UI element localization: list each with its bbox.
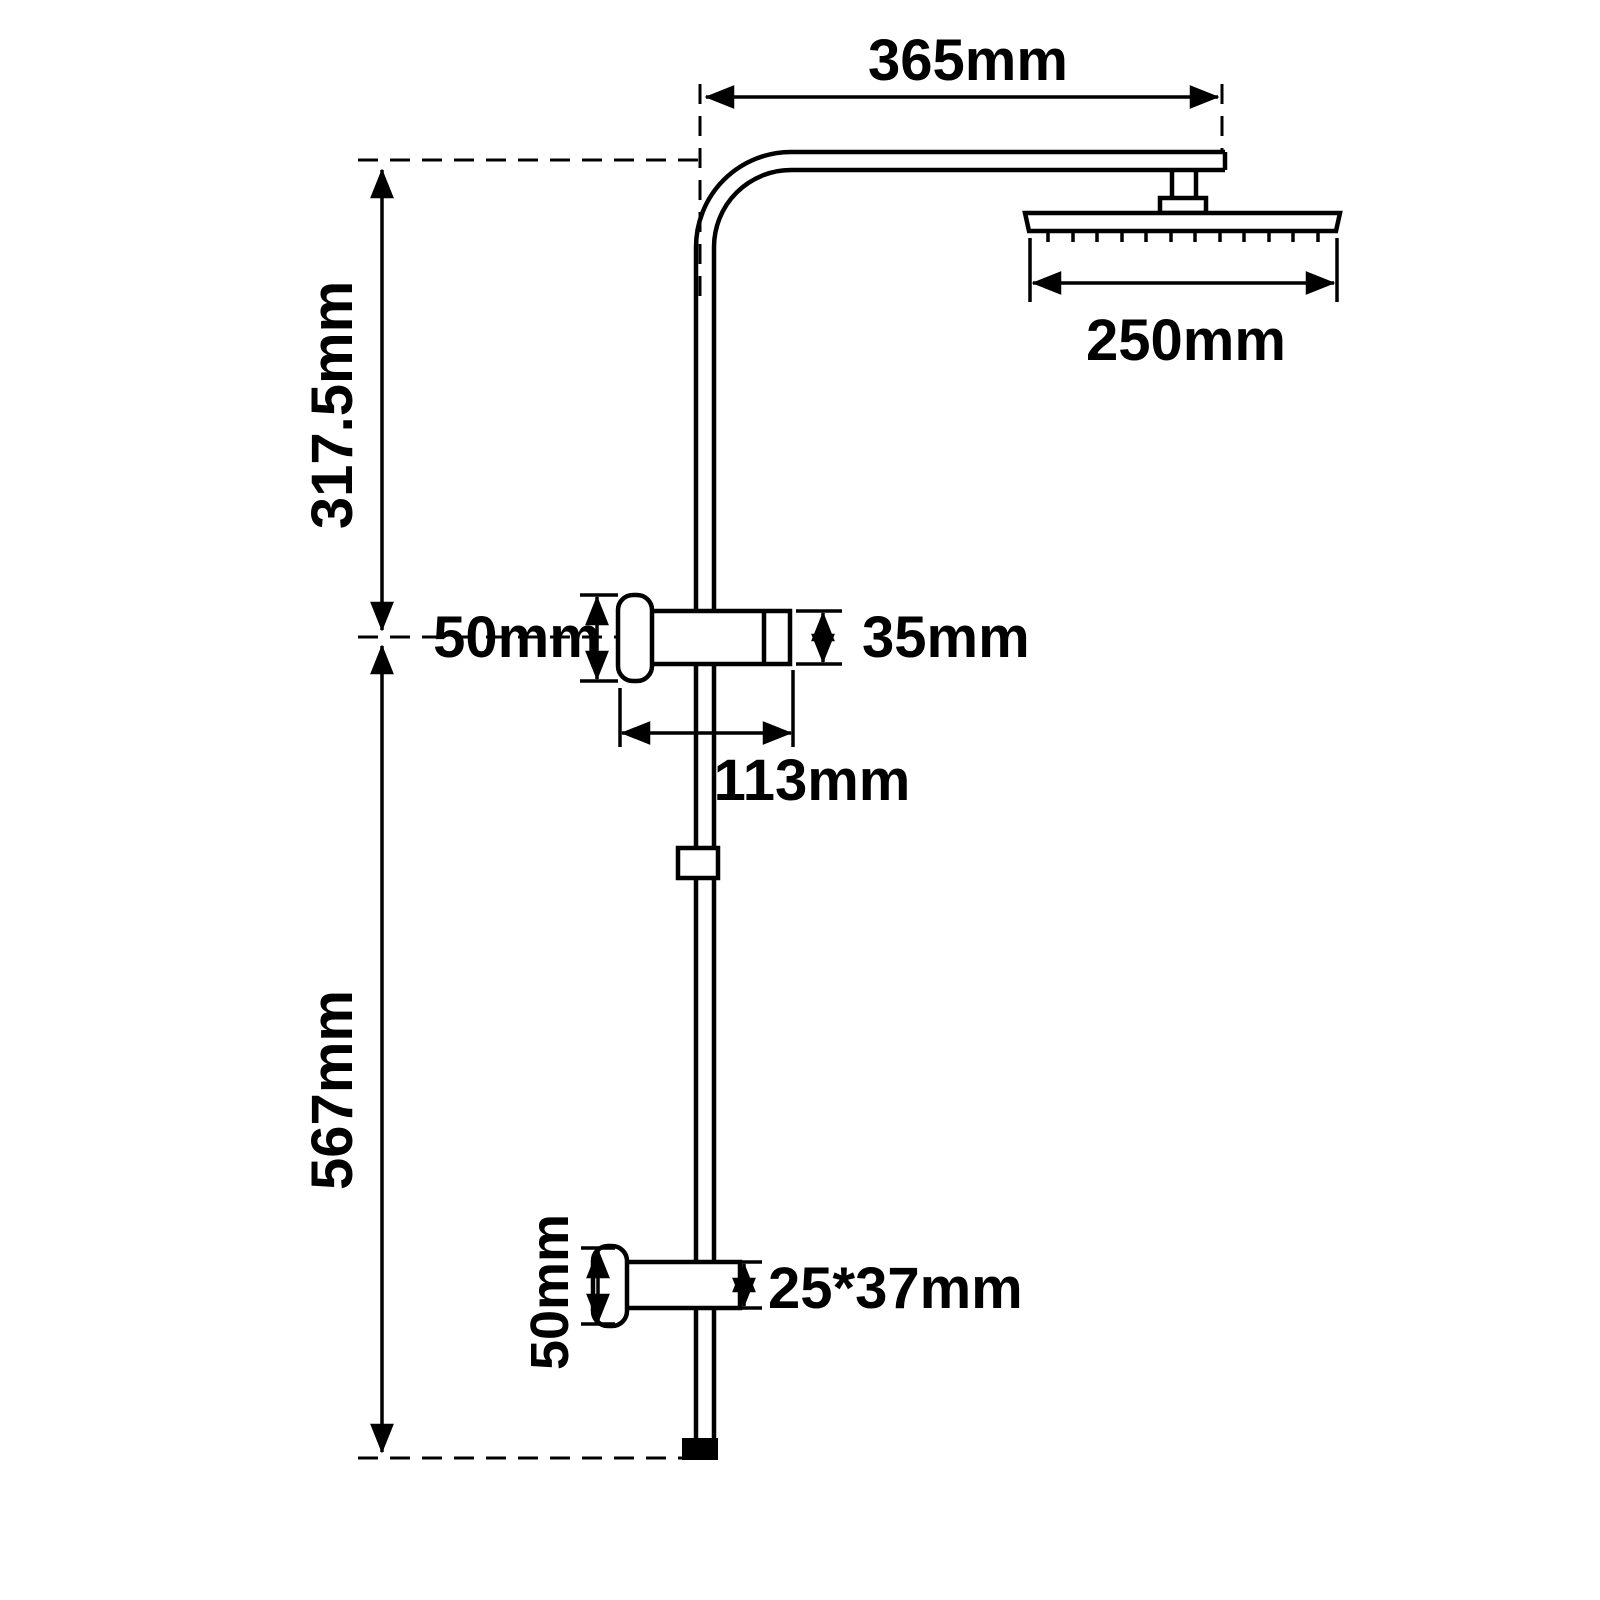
top-holder <box>615 592 793 684</box>
label-head-width: 250mm <box>1086 308 1286 373</box>
rail-end-cap <box>682 1438 718 1460</box>
rail-inner-edge <box>711 167 1225 1440</box>
nozzle-row <box>1046 231 1320 242</box>
rail-outer-edge <box>693 149 1225 1440</box>
top-holder-body <box>642 608 793 667</box>
dimension-lines <box>370 85 1339 1454</box>
rail-connector <box>675 845 721 881</box>
label-lower-height: 567mm <box>300 990 365 1190</box>
construction-lines <box>358 84 1224 1460</box>
shower-head <box>1022 210 1343 234</box>
top-holder-flange <box>615 592 655 684</box>
label-bottom-profile: 25*37mm <box>768 1256 1023 1321</box>
shower-rail-assembly <box>693 149 1343 1440</box>
label-top-holder-height: 50mm <box>433 605 601 670</box>
dimension-labels: 365mm 250mm 317.5mm 567mm 50mm 35mm 113m… <box>300 28 1286 1370</box>
bottom-holder-body <box>619 1259 743 1311</box>
bottom-holder <box>590 1243 743 1329</box>
label-arm-reach: 365mm <box>868 28 1068 93</box>
label-holder-length: 113mm <box>714 748 911 813</box>
label-bottom-holder-height: 50mm <box>520 1214 580 1370</box>
label-holder-diameter: 35mm <box>862 605 1030 670</box>
label-upper-height: 317.5mm <box>300 281 365 529</box>
